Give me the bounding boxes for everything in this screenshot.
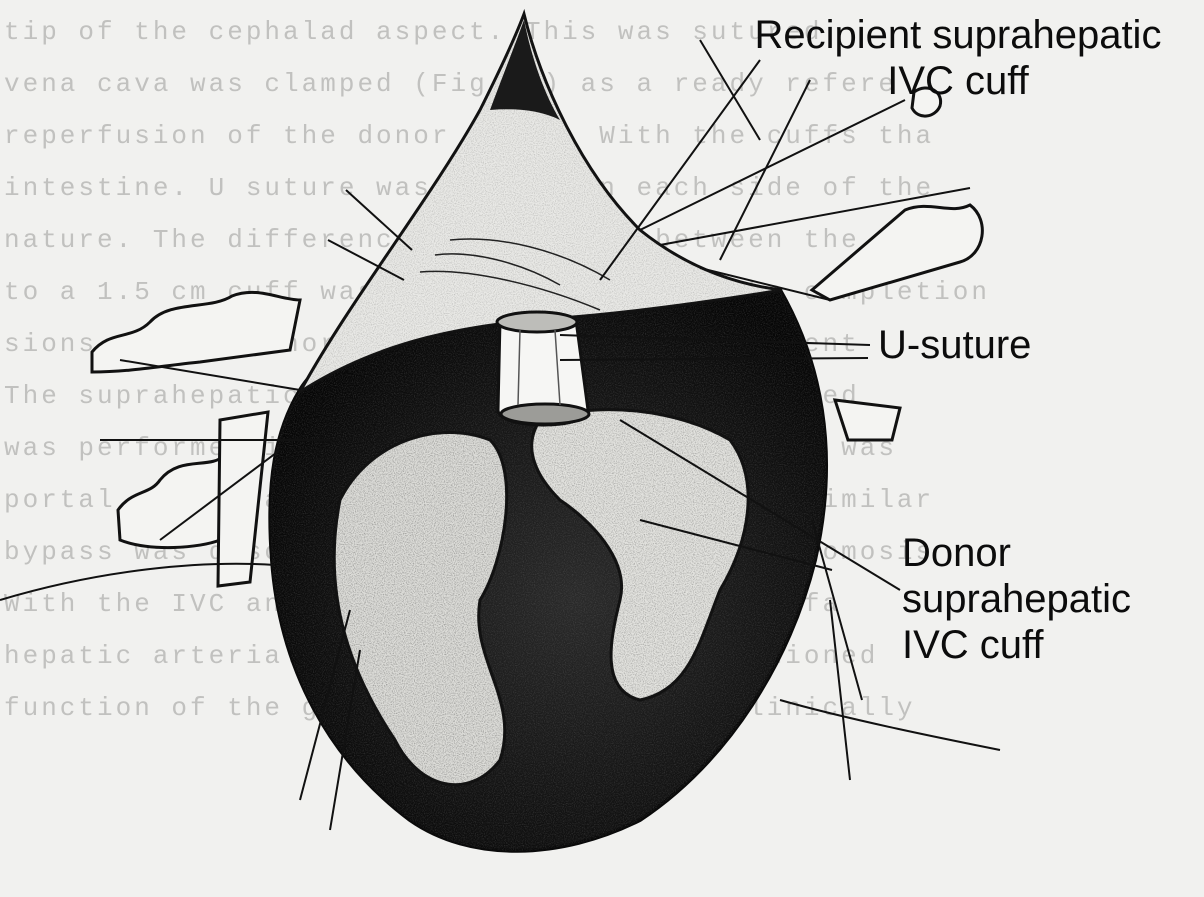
label-recipient-suprahepatic-ivc-cuff: Recipient suprahepatic IVC cuff [738,12,1178,104]
recipient-leader [720,80,810,260]
label-u-suture: U-suture [878,322,1031,368]
label-donor-line-2: suprahepatic [902,576,1192,622]
label-donor-suprahepatic-ivc-cuff: Donor suprahepatic IVC cuff [902,530,1192,668]
label-donor-line-1: Donor [902,530,1192,576]
label-donor-line-3: IVC cuff [902,622,1192,668]
donor-ivc [497,312,589,425]
right-retractor [812,88,982,440]
label-recipient-line-2: IVC cuff [738,58,1178,104]
label-recipient-line-1: Recipient suprahepatic [738,12,1178,58]
